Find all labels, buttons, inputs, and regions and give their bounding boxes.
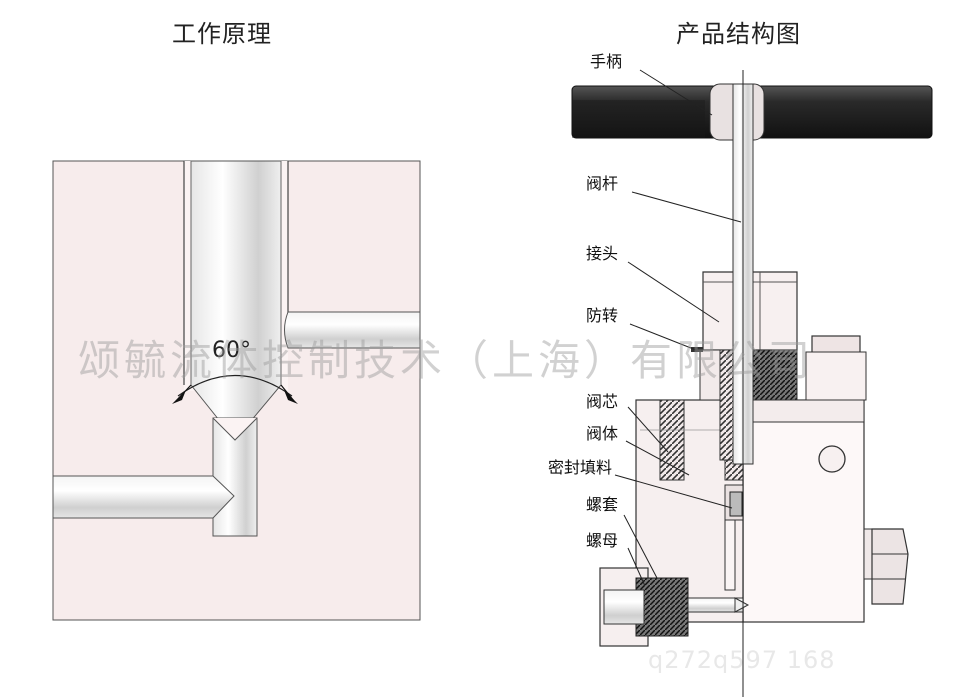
watermark-company: 颂毓流体控制技术（上海）有限公司 xyxy=(78,336,814,385)
principle-title: 工作原理 xyxy=(172,20,272,48)
leader-connector xyxy=(627,261,720,323)
leader-handle xyxy=(639,69,713,116)
outlet-pipe xyxy=(284,311,421,349)
label-stem: 阀杆 xyxy=(586,174,618,193)
angle-label: 60° xyxy=(212,338,251,363)
leader-core xyxy=(627,406,669,453)
label-body: 阀体 xyxy=(586,424,618,443)
label-core: 阀芯 xyxy=(586,392,618,411)
principle-diagram: 60° xyxy=(52,160,421,621)
label-nut: 螺母 xyxy=(586,531,618,550)
label-anti-rotation: 防转 xyxy=(586,306,618,325)
side-hex-nut xyxy=(871,528,909,605)
label-handle: 手柄 xyxy=(590,52,622,71)
packing-ring xyxy=(729,491,743,517)
structure-diagram: 手柄 阀杆 接头 防转 阀芯 阀体 密封填料 螺套 螺母 xyxy=(548,52,933,697)
leader-stem xyxy=(631,191,742,223)
anti-rotation-pin xyxy=(691,347,703,352)
label-connector: 接头 xyxy=(586,244,618,263)
seat-bore xyxy=(212,417,258,537)
inlet-pipe xyxy=(52,475,235,519)
leader-sleeve xyxy=(623,514,658,579)
watermark-contact: q272q597 168 xyxy=(648,646,836,674)
needle-stem xyxy=(190,160,282,441)
structure-title: 产品结构图 xyxy=(676,20,801,48)
mount-hole-icon xyxy=(818,445,846,473)
leader-anti-rotation xyxy=(629,323,697,351)
angle-indicator xyxy=(172,374,298,404)
label-packing: 密封填料 xyxy=(548,458,612,477)
valve-body xyxy=(742,399,909,623)
top-bolt xyxy=(805,335,867,401)
bottom-fitting xyxy=(599,567,750,647)
leader-nut xyxy=(627,547,646,587)
leader-packing xyxy=(614,474,733,509)
label-sleeve: 螺套 xyxy=(586,495,618,514)
leader-body xyxy=(625,440,690,476)
